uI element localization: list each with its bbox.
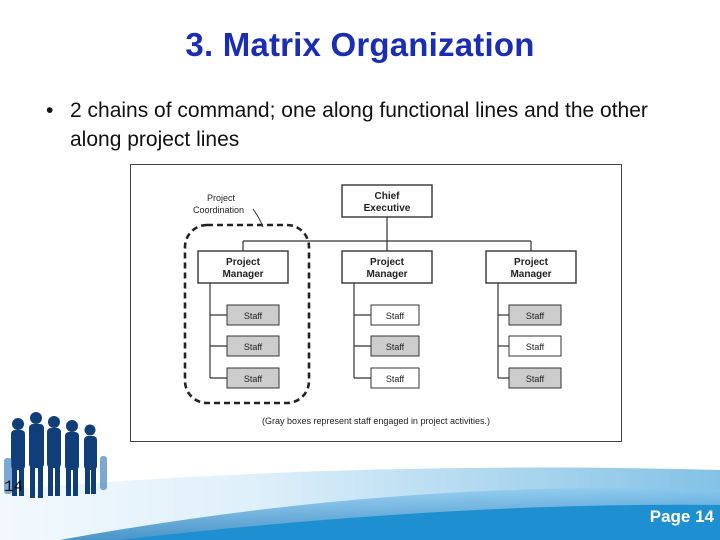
chief-executive-box: Chief Executive: [341, 184, 433, 218]
project-manager-box-2: Project Manager: [341, 250, 433, 284]
staff-box-2-3: Staff: [370, 367, 420, 389]
page-label: Page 14: [649, 507, 714, 526]
diagram-caption: (Gray boxes represent staff engaged in p…: [262, 416, 490, 426]
manager-3-line1: Project: [514, 257, 549, 268]
staff-box-3-2: Staff: [508, 335, 562, 357]
bullet-marker: •: [46, 99, 54, 122]
project-manager-box-3: Project Manager: [485, 250, 577, 284]
footer-band: [0, 467, 720, 540]
staff-label: Staff: [386, 374, 405, 384]
staff-box-1-2: Staff: [226, 335, 280, 357]
coordination-pointer: [252, 208, 264, 228]
staff-label: Staff: [386, 311, 405, 321]
staff-box-1-1: Staff: [226, 304, 280, 326]
chief-label-line2: Executive: [364, 203, 411, 214]
staff-label: Staff: [244, 342, 263, 352]
staff-box-3-1: Staff: [508, 304, 562, 326]
staff-label: Staff: [526, 342, 545, 352]
staff-box-2-1: Staff: [370, 304, 420, 326]
coordination-label-line1: Project: [207, 193, 236, 203]
staff-label: Staff: [244, 374, 263, 384]
connector-lines: [209, 217, 532, 379]
manager-2-line1: Project: [370, 257, 405, 268]
manager-2-line2: Manager: [366, 269, 407, 280]
staff-box-2-2: Staff: [370, 335, 420, 357]
staff-label: Staff: [526, 374, 545, 384]
bullet-text: 2 chains of command; one along functiona…: [70, 99, 648, 151]
manager-1-line2: Manager: [222, 269, 263, 280]
business-people-graphic: [4, 412, 107, 498]
staff-label: Staff: [244, 311, 263, 321]
org-chart-diagram: Chief Executive Project Manager Project …: [130, 164, 622, 442]
staff-label: Staff: [386, 342, 405, 352]
staff-label: Staff: [526, 311, 545, 321]
chief-label-line1: Chief: [375, 191, 401, 202]
staff-box-1-3: Staff: [226, 367, 280, 389]
manager-1-line1: Project: [226, 257, 261, 268]
project-coordination-outline: [183, 223, 311, 405]
project-manager-box-1: Project Manager: [197, 250, 289, 284]
slide-title: 3. Matrix Organization: [185, 26, 535, 63]
coordination-label-line2: Coordination: [193, 205, 244, 215]
slide-number: 14: [4, 478, 24, 496]
staff-box-3-3: Staff: [508, 367, 562, 389]
org-chart-svg: Chief Executive Project Manager Project …: [183, 184, 577, 426]
manager-3-line2: Manager: [510, 269, 551, 280]
